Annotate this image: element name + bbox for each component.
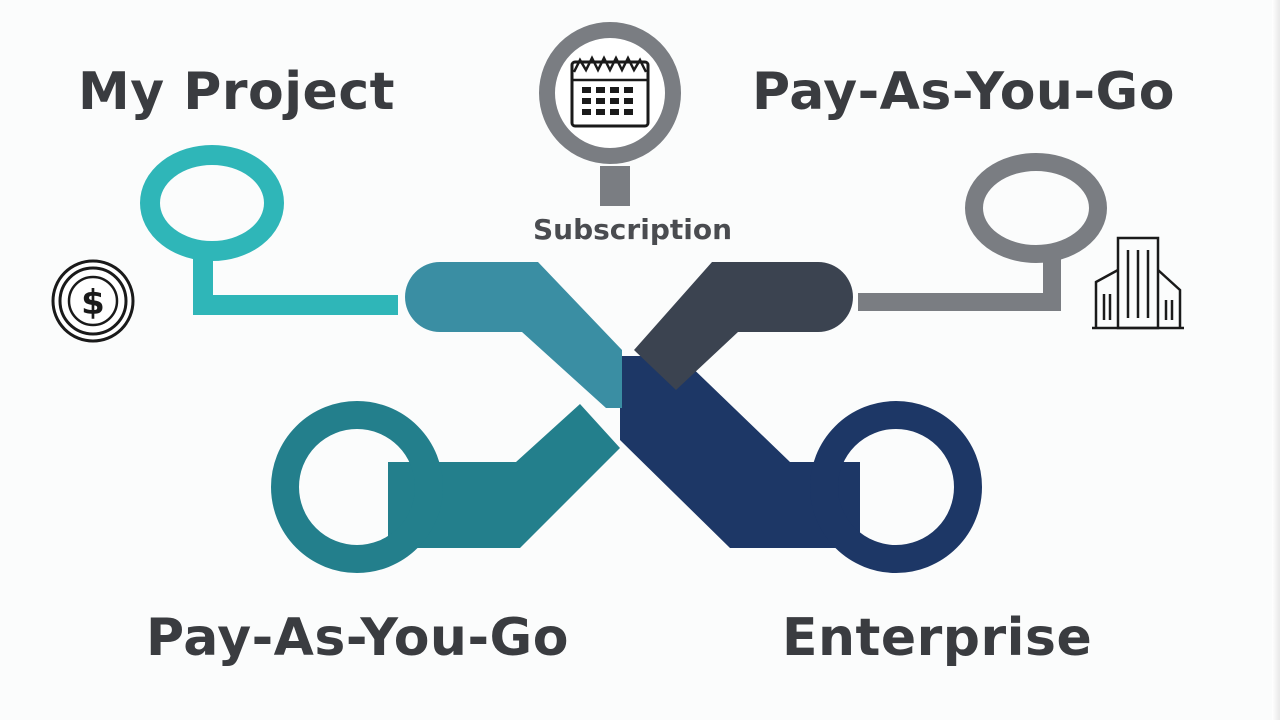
bottom-right-connector [620, 356, 982, 573]
top-left-connector [140, 145, 398, 315]
calendar-icon [570, 55, 650, 128]
top-right-connector [858, 153, 1107, 311]
label-my-project: My Project [78, 62, 395, 122]
bottom-left-connector [271, 401, 620, 573]
office-building-icon [1092, 236, 1184, 330]
upper-right-arm [634, 262, 853, 390]
label-enterprise: Enterprise [782, 608, 1093, 668]
label-pay-as-you-go-bottom: Pay-As-You-Go [146, 608, 569, 668]
label-subscription: Subscription [533, 213, 733, 246]
dollar-coin-icon: $ [51, 259, 135, 343]
upper-left-arm [405, 262, 622, 408]
svg-text:$: $ [81, 283, 105, 323]
right-edge-shadow [1272, 0, 1280, 720]
label-pay-as-you-go-top: Pay-As-You-Go [752, 62, 1175, 122]
